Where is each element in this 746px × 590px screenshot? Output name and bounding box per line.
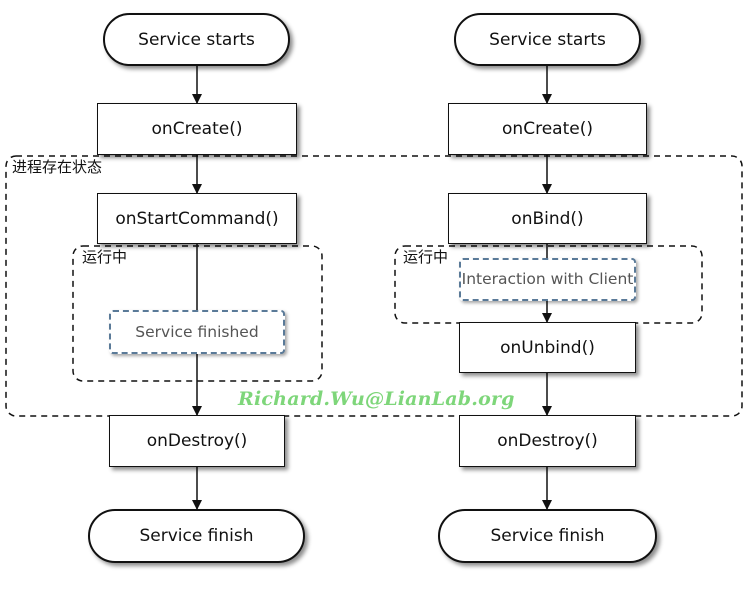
running-label-right: 运行中 (401, 248, 451, 266)
left-onstartcommand-node: onStartCommand() (97, 193, 297, 244)
left-service-starts-node: Service starts (103, 13, 290, 66)
left-service-finished-note: Service finished (109, 310, 285, 354)
right-service-finish-node: Service finish (438, 509, 657, 563)
watermark-text: Richard.Wu@LianLab.org (238, 388, 515, 410)
left-oncreate-node: onCreate() (97, 103, 297, 155)
right-service-starts-node: Service starts (454, 13, 641, 66)
process-alive-region (5, 155, 743, 417)
right-oncreate-node: onCreate() (448, 103, 647, 155)
running-label-left: 运行中 (80, 248, 130, 266)
right-onunbind-node: onUnbind() (459, 322, 636, 373)
process-alive-label: 进程存在状态 (10, 158, 105, 176)
left-service-finish-node: Service finish (88, 509, 305, 563)
right-ondestroy-node: onDestroy() (459, 415, 636, 467)
right-onbind-node: onBind() (448, 193, 647, 244)
left-ondestroy-node: onDestroy() (109, 415, 285, 467)
right-interaction-with-client-note: Interaction with Client (459, 258, 636, 301)
